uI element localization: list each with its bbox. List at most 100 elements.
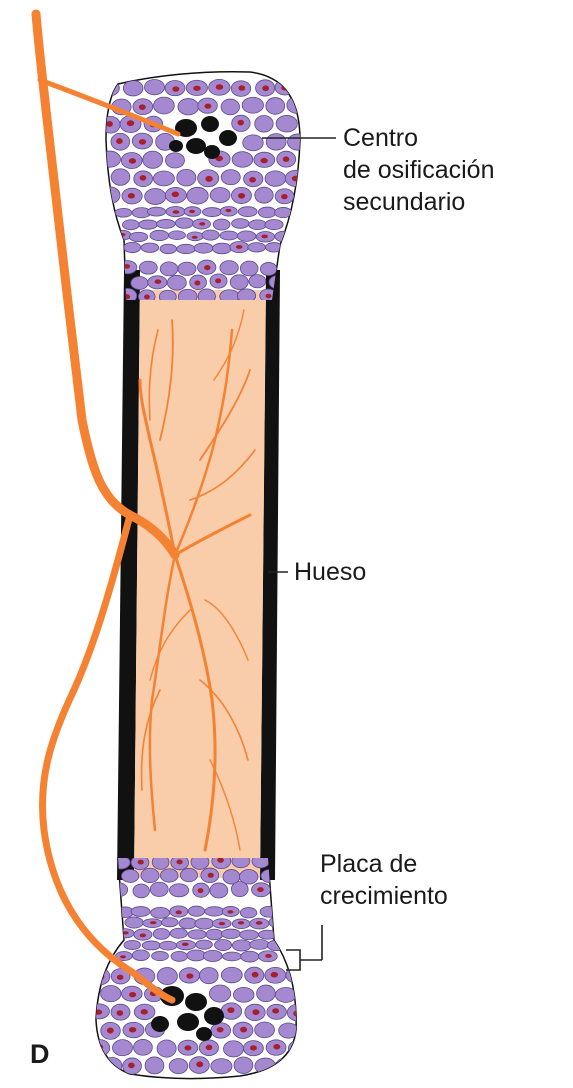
cartilage-cell: [115, 208, 132, 217]
cartilage-cell: [232, 219, 249, 229]
cell-nucleus: [141, 1009, 148, 1014]
cartilage-cell: [165, 153, 184, 168]
cartilage-cell: [145, 1057, 164, 1074]
cartilage-cell: [238, 207, 257, 217]
cell-nucleus: [261, 235, 267, 239]
cartilage-cell: [265, 171, 286, 186]
cell-nucleus: [227, 1007, 234, 1013]
cartilage-cell: [141, 868, 159, 882]
cell-nucleus: [129, 158, 136, 164]
cell-nucleus: [238, 921, 244, 924]
cartilage-cell: [188, 930, 206, 939]
cartilage-cell: [223, 1041, 243, 1057]
cartilage-cell: [275, 231, 293, 242]
cartilage-cell: [101, 985, 121, 1001]
cartilage-cell: [249, 220, 267, 230]
cell-nucleus: [176, 859, 182, 864]
cell-nucleus: [208, 873, 214, 878]
cartilage-cell: [288, 134, 309, 150]
cell-nucleus: [172, 86, 179, 91]
cell-nucleus: [116, 138, 123, 144]
cartilage-cell: [266, 98, 285, 115]
cartilage-cell: [221, 929, 240, 938]
cell-nucleus: [128, 1063, 135, 1069]
cell-nucleus: [217, 1027, 224, 1032]
cell-nucleus: [283, 156, 290, 162]
cell-nucleus: [120, 955, 126, 958]
cell-nucleus: [198, 888, 204, 893]
cartilage-cell: [175, 218, 193, 229]
cartilage-cell: [111, 883, 128, 897]
label-line: Centro: [343, 122, 494, 154]
cartilage-cell: [215, 940, 232, 951]
cell-nucleus: [238, 85, 245, 90]
cell-nucleus: [129, 992, 136, 997]
cartilage-cell: [141, 243, 159, 252]
cartilage-cell: [177, 169, 196, 186]
cell-nucleus: [186, 973, 193, 978]
cell-nucleus: [205, 176, 212, 182]
cell-nucleus: [204, 265, 210, 270]
cartilage-cell: [287, 1004, 308, 1021]
cell-nucleus: [240, 1027, 247, 1033]
cell-nucleus: [199, 222, 205, 226]
cartilage-cell: [269, 917, 286, 928]
cartilage-cell: [153, 171, 174, 186]
cartilage-cell: [232, 152, 253, 168]
cell-nucleus: [140, 175, 147, 181]
cartilage-cell: [248, 243, 266, 252]
cell-nucleus: [117, 1010, 124, 1016]
cartilage-cell: [250, 939, 269, 949]
cell-nucleus: [265, 954, 272, 958]
label-line: crecimiento: [320, 880, 448, 912]
cartilage-cell: [203, 950, 222, 961]
cartilage-cell: [221, 170, 240, 185]
cartilage-cell: [178, 262, 196, 275]
cartilage-cell: [125, 917, 143, 928]
cartilage-cell: [153, 928, 170, 939]
cartilage-cell: [233, 987, 254, 1002]
cell-nucleus: [155, 279, 162, 284]
cartilage-cell: [187, 950, 206, 961]
cell-nucleus: [194, 280, 200, 285]
cartilage-cell: [161, 918, 178, 927]
cartilage-cell: [177, 244, 196, 253]
cartilage-cell: [240, 261, 258, 276]
cartilage-cell: [222, 952, 241, 961]
cartilage-cell: [265, 219, 283, 229]
cell-nucleus: [107, 1027, 114, 1033]
cartilage-cell: [152, 951, 169, 960]
cell-nucleus: [252, 1009, 259, 1015]
cartilage-cell: [160, 869, 178, 882]
cartilage-cell: [255, 1022, 275, 1038]
cartilage-cell: [169, 231, 186, 240]
cartilage-cell: [255, 187, 274, 203]
cell-nucleus: [139, 104, 146, 110]
cell-nucleus: [140, 933, 146, 937]
cartilage-cell: [187, 187, 208, 204]
cell-nucleus: [215, 278, 221, 283]
cartilage-cell: [221, 99, 240, 115]
cell-nucleus: [117, 975, 124, 980]
cartilage-cell: [101, 80, 120, 95]
cartilage-cell: [249, 275, 266, 288]
cartilage-cell: [90, 1040, 110, 1056]
cartilage-cell: [220, 231, 238, 240]
cartilage-cell: [142, 941, 160, 950]
cartilage-cell: [112, 1040, 132, 1056]
cartilage-cell: [122, 220, 139, 230]
cell-nucleus: [292, 176, 299, 182]
cell-nucleus: [193, 86, 200, 91]
cartilage-cell: [160, 262, 178, 276]
cartilage-cell: [202, 208, 221, 217]
cell-nucleus: [293, 1011, 300, 1017]
cell-nucleus: [295, 1046, 302, 1052]
cartilage-cell: [242, 97, 263, 113]
label-line: de osificación: [343, 154, 494, 186]
cartilage-cell: [171, 951, 188, 961]
cell-nucleus: [238, 193, 245, 199]
cartilage-cell: [210, 883, 228, 898]
cell-nucleus: [150, 921, 157, 924]
cell-nucleus: [266, 294, 272, 299]
cartilage-cell: [167, 275, 186, 290]
